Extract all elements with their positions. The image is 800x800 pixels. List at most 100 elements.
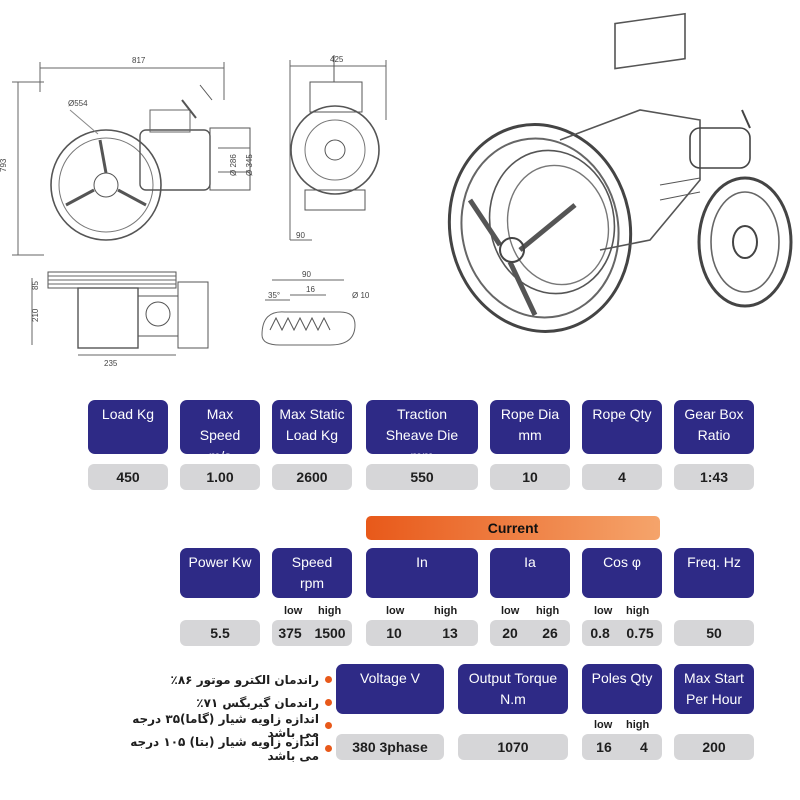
dim-rope-dia: Ø 10: [352, 291, 370, 300]
max-speed-header: Max Speed m/s: [180, 400, 260, 464]
ia-label: Ia: [524, 554, 536, 570]
note-text: راندمان الکترو موتور ۸۶٪: [170, 672, 319, 687]
power-label: Power Kw: [188, 554, 252, 570]
torque-value: 1070: [458, 734, 568, 760]
gear-box-header: Gear Box Ratio: [674, 400, 754, 454]
note-item: اندازه زاویه شیار (گاما)۳۵ درجه می باشد: [110, 711, 332, 740]
in-high: 13: [442, 625, 458, 641]
gear-box-label: Gear Box Ratio: [684, 406, 744, 443]
in-high-label: high: [434, 605, 458, 617]
note-text: اندازه زاویه شیار (بتا) ۱۰۵ درجه می باشد: [130, 734, 319, 763]
rope-qty-label: Rope Qty: [592, 406, 652, 422]
dim-bottom-a: 85: [31, 281, 40, 290]
gear-box-value: 1:43: [674, 464, 754, 490]
traction-sheave-header: Traction Sheave Die mm: [366, 400, 478, 464]
load-header: Load Kg: [88, 400, 168, 454]
speed-label: Speed rpm: [291, 554, 333, 591]
ia-low: 20: [502, 625, 518, 641]
in-label: In: [416, 554, 428, 570]
torque-header: Output Torque N.m: [458, 664, 568, 714]
ia-high: 26: [542, 625, 558, 641]
voltage-value: 380 3phase: [336, 734, 444, 760]
ia-low-label: low: [501, 605, 520, 617]
poles-high-label: high: [626, 719, 650, 731]
dim-groove-pitch: 16: [306, 285, 315, 294]
speed-high-label: high: [318, 605, 342, 617]
poles-label: Poles Qty: [591, 670, 653, 686]
bullet-dot-icon: [325, 745, 332, 752]
load-label: Load Kg: [101, 406, 155, 422]
freq-label: Freq. Hz: [687, 554, 741, 570]
rope-dia-label: Rope Dia mm: [500, 406, 560, 443]
speed-low-label: low: [284, 605, 303, 617]
dim-side-width: 425: [330, 55, 344, 64]
dim-sheave-dia: Ø554: [68, 99, 88, 108]
poles-header: Poles Qty: [582, 664, 662, 714]
ia-header: Ia: [490, 548, 570, 598]
dim-groove-width: 90: [302, 270, 311, 279]
rope-qty-value: 4: [582, 464, 662, 490]
max-start-header: Max Start Per Hour: [674, 664, 754, 714]
load-value: 450: [88, 464, 168, 490]
poles-low-label: low: [594, 719, 613, 731]
dim-groove-angle: 35°: [268, 291, 280, 300]
max-speed-label: Max Speed m/s: [199, 406, 241, 464]
max-static-load-label: Max Static Load Kg: [279, 406, 345, 443]
traction-sheave-value: 550: [366, 464, 478, 490]
rope-dia-header: Rope Dia mm: [490, 400, 570, 454]
dim-bottom-width: 235: [104, 359, 118, 368]
note-text: اندازه زاویه شیار (گاما)۳۵ درجه می باشد: [132, 711, 319, 740]
max-start-label: Max Start Per Hour: [684, 670, 744, 707]
speed-low: 375: [278, 625, 302, 641]
voltage-label: Voltage V: [360, 670, 420, 686]
cos-high-label: high: [626, 605, 650, 617]
rope-dia-value: 10: [490, 464, 570, 490]
dim-side-base: 90: [296, 231, 305, 240]
bullet-dot-icon: [325, 699, 332, 706]
dim-motor-dia-b: Ø 345: [245, 154, 254, 176]
voltage-header: Voltage V: [336, 664, 444, 714]
power-value: 5.5: [180, 620, 260, 646]
technical-drawing: 817 793 Ø554 Ø 286 Ø 345 425 90 85 210 2…: [0, 12, 793, 368]
torque-label: Output Torque N.m: [468, 670, 558, 707]
max-static-load-header: Max Static Load Kg: [272, 400, 352, 454]
speed-values: 375 1500: [272, 620, 352, 646]
efficiency-notes: راندمان الکترو موتور ۸۶٪ راندمان گیربگس …: [110, 668, 332, 763]
current-banner: Current: [366, 516, 660, 540]
dim-height-total: 793: [0, 158, 8, 172]
speed-header: Speed rpm: [272, 548, 352, 598]
freq-value: 50: [674, 620, 754, 646]
note-text: راندمان گیربگس ۷۱٪: [196, 695, 319, 710]
bullet-dot-icon: [325, 722, 332, 729]
cos-values: 0.8 0.75: [582, 620, 662, 646]
in-low: 10: [386, 625, 402, 641]
dim-motor-dia-a: Ø 286: [229, 154, 238, 176]
freq-header: Freq. Hz: [674, 548, 754, 598]
ia-high-label: high: [536, 605, 560, 617]
dim-width-total: 817: [132, 56, 146, 65]
power-header: Power Kw: [180, 548, 260, 598]
cos-label: Cos φ: [603, 554, 641, 570]
poles-high: 4: [640, 739, 648, 755]
ia-values: 20 26: [490, 620, 570, 646]
poles-values: 16 4: [582, 734, 662, 760]
note-item: راندمان گیربگس ۷۱٪: [110, 691, 332, 714]
note-item: راندمان الکترو موتور ۸۶٪: [110, 668, 332, 691]
cos-low: 0.8: [590, 625, 610, 641]
speed-high: 1500: [314, 625, 346, 641]
in-low-label: low: [386, 605, 405, 617]
bullet-dot-icon: [325, 676, 332, 683]
in-header: In: [366, 548, 478, 598]
cos-high: 0.75: [626, 625, 654, 641]
dim-bottom-b: 210: [31, 308, 40, 322]
poles-low: 16: [596, 739, 612, 755]
max-static-load-value: 2600: [272, 464, 352, 490]
cos-header: Cos φ: [582, 548, 662, 598]
max-speed-value: 1.00: [180, 464, 260, 490]
max-start-value: 200: [674, 734, 754, 760]
in-values: 10 13: [366, 620, 478, 646]
note-item: اندازه زاویه شیار (بتا) ۱۰۵ درجه می باشد: [110, 734, 332, 763]
rope-qty-header: Rope Qty: [582, 400, 662, 454]
cos-low-label: low: [594, 605, 613, 617]
traction-sheave-label: Traction Sheave Die mm: [385, 406, 459, 464]
